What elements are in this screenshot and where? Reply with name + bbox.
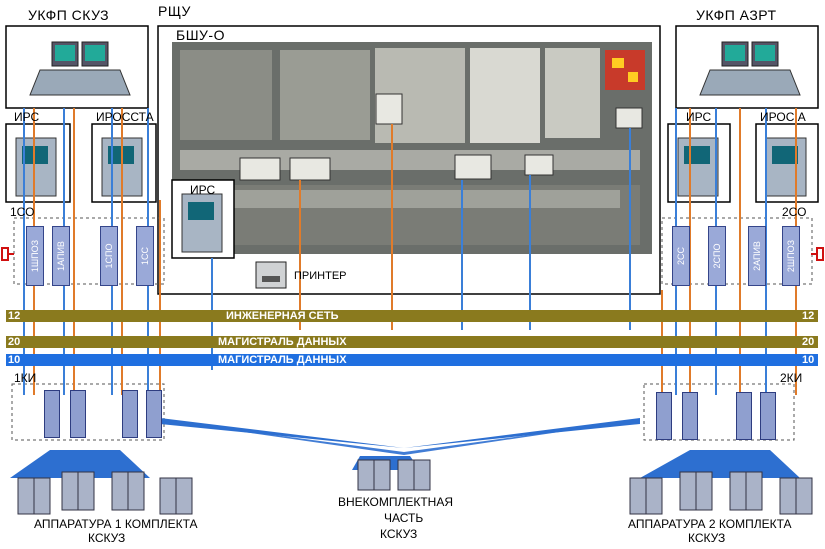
right-equipment-racks (629, 471, 813, 515)
ki2-rack (736, 392, 752, 440)
irs-right-label: ИРС (686, 110, 712, 124)
right-terminal-marker (811, 247, 824, 261)
bottom-right-caption-2: КСКУЗ (688, 531, 726, 545)
left-equipment-fan (10, 450, 150, 478)
bottom-mid-caption-2: ЧАСТЬ (384, 511, 424, 525)
right-equipment-fan (640, 450, 800, 478)
bus-data2-num-right: 20 (802, 336, 815, 348)
cabinet-2shpoz: 2ШПОЗ (782, 226, 800, 286)
center-equipment-racks (357, 459, 431, 491)
cabinet-2ss: 2СС (672, 226, 690, 286)
bus-data1-num-left: 10 (8, 354, 21, 366)
bus-data2-num-left: 20 (8, 336, 21, 348)
ki1-rack (122, 390, 138, 438)
irs-left-monitor (15, 137, 57, 197)
irsosta-label: ИРОССТА (96, 110, 154, 124)
irsa-right-monitor (765, 137, 807, 197)
sco2-label: 2СО (782, 205, 807, 219)
printer-label: ПРИНТЕР (294, 270, 347, 282)
cabinet-1ss: 1СС (136, 226, 154, 286)
bus-eng-num-right: 12 (802, 310, 815, 322)
bus-data-10 (6, 354, 818, 366)
ki2-rack (682, 392, 698, 440)
ki1-rack (70, 390, 86, 438)
rshu-label: РЩУ (158, 3, 191, 19)
ki2-group-frame (643, 383, 795, 441)
ukfp-skuz-workstation (29, 41, 131, 96)
bus-engineering-network (6, 310, 818, 322)
bshu-label: БШУ-О (176, 27, 225, 43)
sco2-group-frame (661, 217, 813, 285)
cabinet-2spo: 2СПО (708, 226, 726, 286)
cabinet-2apiv: 2АПИВ (748, 226, 766, 286)
sco1-label: 1СО (10, 205, 35, 219)
irs-center-label: ИРС (190, 183, 216, 197)
ki1-rack (44, 390, 60, 438)
central-fan (160, 420, 640, 455)
ki1-label: 1КИ (14, 371, 37, 385)
ki2-label: 2КИ (780, 371, 803, 385)
ukfp-skuz-frame (5, 25, 149, 109)
bottom-right-caption-1: АППАРАТУРА 2 КОМПЛЕКТА (628, 517, 792, 531)
left-equipment-racks (17, 471, 193, 515)
ki1-group-frame (11, 383, 165, 441)
fan-left-arrow (160, 418, 404, 448)
irsa-right-label: ИРОС А (760, 110, 806, 124)
ukfp-azrt-frame (675, 25, 819, 109)
irs-right-monitor (677, 137, 719, 197)
cabinet-1apiv: 1АПИВ (52, 226, 70, 286)
ki2-rack (656, 392, 672, 440)
bus-data1-num-right: 10 (802, 354, 815, 366)
bottom-mid-caption-3: КСКУЗ (380, 527, 418, 541)
left-terminal-marker (1, 247, 14, 261)
bus-data1-label: МАГИСТРАЛЬ ДАННЫХ (218, 354, 347, 366)
fan-right-arrow (404, 418, 640, 448)
irs-left-label: ИРС (14, 110, 40, 124)
ukfp-azrt-workstation (699, 41, 801, 96)
ki2-rack (760, 392, 776, 440)
bottom-left-caption-2: КСКУЗ (88, 531, 126, 545)
cabinet-1spo: 1СПО (100, 226, 118, 286)
ki1-rack (146, 390, 162, 438)
bottom-left-caption-1: АППАРАТУРА 1 КОМПЛЕКТА (34, 517, 198, 531)
bus-data2-label: МАГИСТРАЛЬ ДАННЫХ (218, 336, 347, 348)
ukfp-azrt-label: УКФП АЗРТ (696, 7, 777, 23)
cabinet-1shpoz: 1ШПОЗ (26, 226, 44, 286)
irs-center-monitor (181, 193, 223, 253)
sco1-group-frame (13, 217, 165, 285)
bottom-mid-caption-1: ВНЕКОМПЛЕКТНАЯ (338, 495, 454, 509)
bus-eng-label: ИНЖЕНЕРНАЯ СЕТЬ (226, 310, 339, 322)
bus-data-20 (6, 336, 818, 348)
bshu-panel-image (172, 42, 652, 254)
bus-eng-num-left: 12 (8, 310, 21, 322)
printer-icon (255, 261, 287, 289)
ukfp-skuz-label: УКФП СКУЗ (28, 7, 110, 23)
